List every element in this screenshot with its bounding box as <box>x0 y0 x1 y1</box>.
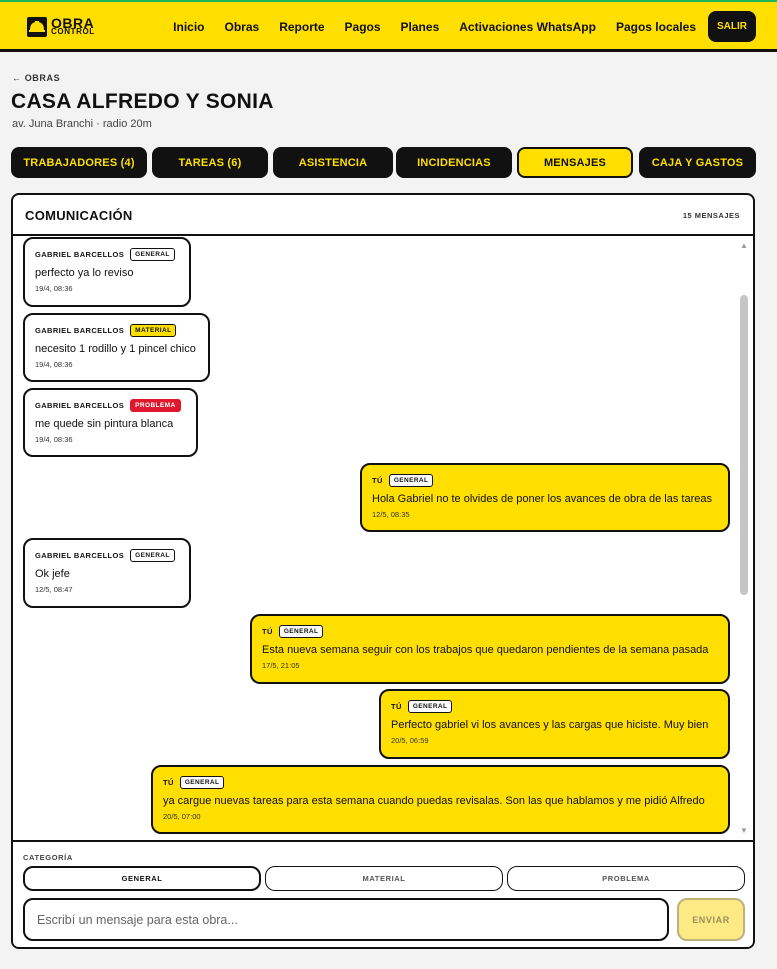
message-time: 12/5, 08:35 <box>372 510 410 519</box>
message-bubble-own: TÚ GENERAL Perfecto gabriel vi los avanc… <box>379 689 730 759</box>
message-bubble-own: TÚ GENERAL Esta nueva semana seguir con … <box>250 614 730 684</box>
message-text: me quede sin pintura blanca <box>35 418 174 430</box>
message-author: TÚ <box>262 626 273 636</box>
message-text: Perfecto gabriel vi los avances y las ca… <box>391 719 709 731</box>
category-badge: MATERIAL <box>130 323 177 337</box>
helmet-logo-icon <box>27 17 47 37</box>
nav-obras[interactable]: Obras <box>224 19 260 34</box>
panel-header: COMUNICACIÓN 15 MENSAJES <box>13 195 753 236</box>
message-time: 19/4, 08:36 <box>35 360 73 369</box>
message-bubble-own: TÚ GENERAL ya cargue nuevas tareas para … <box>151 765 730 834</box>
page-subtitle: av. Juna Branchi · radio 20m <box>12 118 152 130</box>
nav-pagos[interactable]: Pagos <box>344 19 381 34</box>
message-list[interactable]: GABRIEL BARCELLOS GENERAL perfecto ya lo… <box>13 236 753 840</box>
category-badge: GENERAL <box>278 624 324 638</box>
message-time: 20/5, 06:59 <box>391 736 429 745</box>
page-title: CASA ALFREDO Y SONIA <box>11 90 274 113</box>
category-badge: GENERAL <box>179 775 225 789</box>
category-badge: GENERAL <box>407 699 453 713</box>
panel-title: COMUNICACIÓN <box>25 208 133 223</box>
tab-asistencia[interactable]: ASISTENCIA <box>273 147 393 178</box>
message-author: GABRIEL BARCELLOS <box>35 550 125 560</box>
scroll-up-arrow-icon[interactable]: ▲ <box>740 241 748 250</box>
message-bubble: GABRIEL BARCELLOS GENERAL perfecto ya lo… <box>23 237 191 307</box>
message-author: GABRIEL BARCELLOS <box>35 249 125 259</box>
message-bubble: GABRIEL BARCELLOS PROBLEMA me quede sin … <box>23 388 198 457</box>
nav-activaciones-whatsapp[interactable]: Activaciones WhatsApp <box>459 19 596 34</box>
message-bubble-own: TÚ GENERAL Hola Gabriel no te olvides de… <box>360 463 730 532</box>
message-time: 17/5, 21:05 <box>262 661 300 670</box>
scrollbar-thumb[interactable] <box>740 295 748 595</box>
message-author: TÚ <box>391 701 402 711</box>
category-badge: GENERAL <box>388 473 434 487</box>
message-input[interactable] <box>23 898 669 941</box>
tab-tareas[interactable]: TAREAS (6) <box>152 147 268 178</box>
category-label: CATEGORÍA <box>23 853 73 862</box>
app-logo[interactable]: OBRA CONTROL <box>26 14 95 40</box>
category-badge: GENERAL <box>130 548 175 562</box>
main-nav: Inicio Obras Reporte Pagos Planes Activa… <box>163 11 756 42</box>
category-option-problema[interactable]: PROBLEMA <box>507 866 745 891</box>
message-author: TÚ <box>372 475 383 485</box>
back-to-obras-link[interactable]: ← OBRAS <box>12 73 61 83</box>
message-text: perfecto ya lo reviso <box>35 267 134 279</box>
category-badge: PROBLEMA <box>130 398 181 412</box>
message-author: GABRIEL BARCELLOS <box>35 400 125 410</box>
message-text: Hola Gabriel no te olvides de poner los … <box>372 493 712 505</box>
messages-panel: COMUNICACIÓN 15 MENSAJES GABRIEL BARCELL… <box>11 193 755 949</box>
message-text: ya cargue nuevas tareas para esta semana… <box>163 795 705 807</box>
message-time: 12/5, 08:47 <box>35 585 73 594</box>
tab-caja-y-gastos[interactable]: CAJA Y GASTOS <box>639 147 756 178</box>
logout-button[interactable]: SALIR <box>708 11 756 42</box>
message-count: 15 MENSAJES <box>682 211 740 220</box>
nav-planes[interactable]: Planes <box>400 19 440 34</box>
message-text: Ok jefe <box>35 568 70 580</box>
message-scrollbar[interactable]: ▲ ▼ <box>739 236 749 840</box>
tab-mensajes[interactable]: MENSAJES <box>517 147 633 178</box>
message-author: TÚ <box>163 777 174 787</box>
scroll-down-arrow-icon[interactable]: ▼ <box>740 826 748 835</box>
message-composer: CATEGORÍA GENERAL MATERIAL PROBLEMA ENVI… <box>13 840 753 947</box>
logo-text-line2: CONTROL <box>51 27 95 37</box>
message-text: necesito 1 rodillo y 1 pincel chico <box>35 343 196 355</box>
message-bubble: GABRIEL BARCELLOS MATERIAL necesito 1 ro… <box>23 313 210 382</box>
category-badge: GENERAL <box>130 247 175 261</box>
nav-pagos-locales[interactable]: Pagos locales <box>615 19 696 34</box>
nav-reporte[interactable]: Reporte <box>279 19 325 34</box>
nav-inicio[interactable]: Inicio <box>173 19 205 34</box>
message-time: 19/4, 08:36 <box>35 435 73 444</box>
message-text: Esta nueva semana seguir con los trabajo… <box>262 644 709 656</box>
message-time: 20/5, 07:00 <box>163 812 201 821</box>
message-author: GABRIEL BARCELLOS <box>35 325 125 335</box>
message-bubble: GABRIEL BARCELLOS GENERAL Ok jefe 12/5, … <box>23 538 191 608</box>
tab-trabajadores[interactable]: TRABAJADORES (4) <box>11 147 147 178</box>
message-time: 19/4, 08:36 <box>35 284 73 293</box>
category-option-general[interactable]: GENERAL <box>23 866 261 891</box>
logo-text-line1: OBRA <box>51 14 95 31</box>
send-button[interactable]: ENVIAR <box>677 898 745 941</box>
category-option-material[interactable]: MATERIAL <box>265 866 503 891</box>
top-navbar: OBRA CONTROL Inicio Obras Reporte Pagos … <box>0 0 777 52</box>
tab-incidencias[interactable]: INCIDENCIAS <box>396 147 512 178</box>
